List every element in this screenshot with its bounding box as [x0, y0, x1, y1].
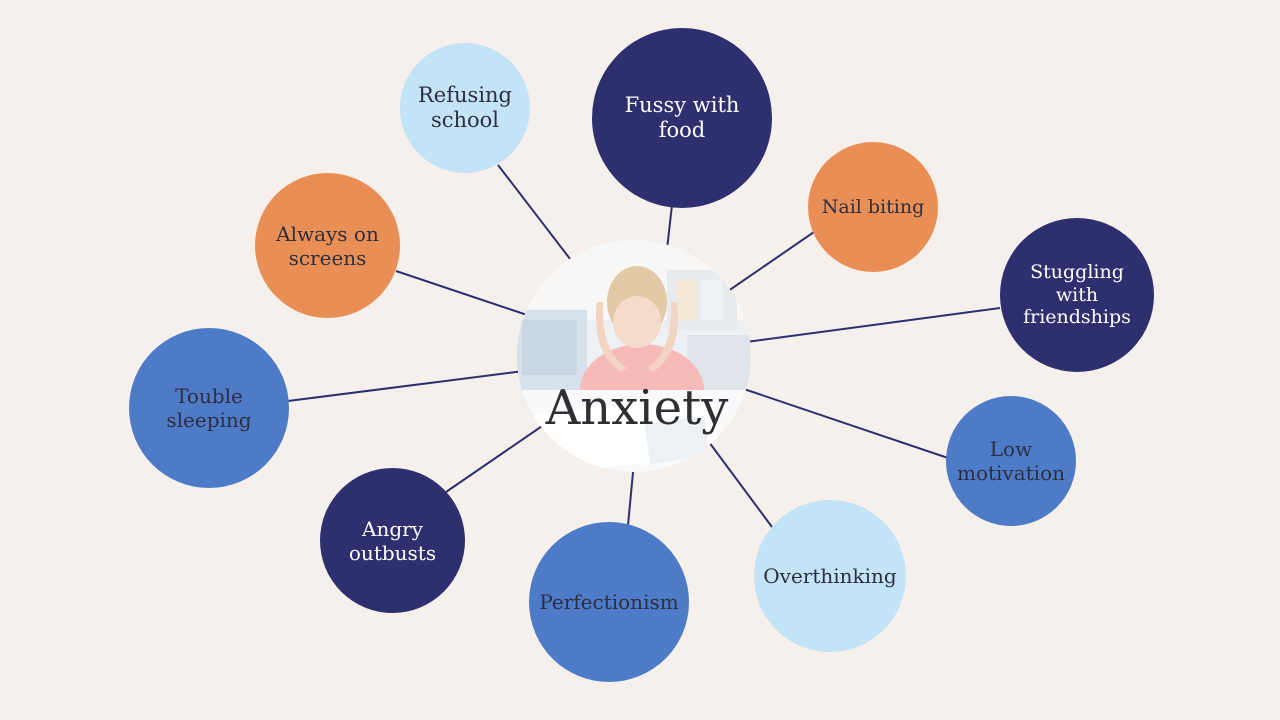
child-photo-illustration	[517, 240, 751, 472]
node-refusing-school: Refusing school	[400, 43, 530, 173]
node-label: Fussy with food	[624, 92, 740, 142]
node-nail-biting: Nail biting	[808, 142, 938, 272]
node-label: Angry outbusts	[348, 516, 437, 565]
connector-stuggling-with-friendships	[745, 307, 1001, 343]
node-label: Refusing school	[418, 82, 512, 132]
node-label: Nail biting	[821, 195, 925, 218]
node-fussy-with-food: Fussy with food	[592, 28, 772, 208]
connector-perfectionism	[627, 461, 635, 526]
node-label: Touble sleeping	[166, 384, 252, 432]
node-label: Perfectionism	[539, 590, 679, 614]
connector-touble-sleeping	[287, 369, 533, 402]
node-low-motivation: Low motivation	[946, 396, 1076, 526]
node-stuggling-with-friendships: Stuggling with friendships	[1000, 218, 1154, 372]
center-photo	[517, 240, 751, 472]
center-title: Anxiety	[545, 380, 729, 436]
node-angry-outbusts: Angry outbusts	[320, 468, 465, 613]
node-label: Always on screens	[276, 221, 379, 270]
node-label: Stuggling with friendships	[1023, 260, 1131, 329]
node-label: Low motivation	[956, 437, 1066, 485]
node-label: Overthinking	[763, 564, 897, 588]
node-always-on-screens: Always on screens	[255, 173, 400, 318]
connector-always-on-screens	[395, 270, 537, 319]
connector-low-motivation	[734, 385, 949, 459]
node-touble-sleeping: Touble sleeping	[129, 328, 289, 488]
node-perfectionism: Perfectionism	[529, 522, 689, 682]
node-overthinking: Overthinking	[754, 500, 906, 652]
